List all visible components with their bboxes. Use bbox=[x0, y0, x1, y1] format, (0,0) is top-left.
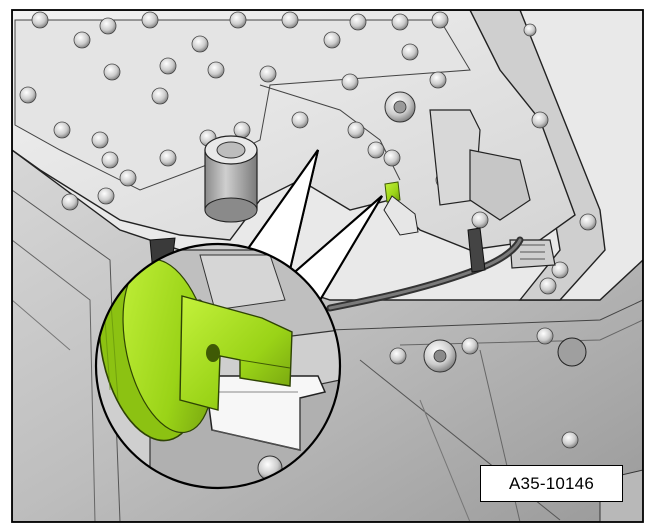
reference-code: A35-10146 bbox=[509, 473, 594, 493]
retaining-clip bbox=[98, 258, 293, 442]
reference-code-box: A35-10146 bbox=[480, 465, 623, 502]
connector-block bbox=[429, 109, 556, 269]
bolt-pattern bbox=[19, 11, 597, 449]
detail-magnifier bbox=[94, 242, 342, 490]
retaining-clip-location bbox=[383, 181, 419, 236]
figure-frame bbox=[11, 9, 644, 523]
cylinder-boss bbox=[204, 135, 258, 223]
large-bolt bbox=[384, 91, 457, 373]
